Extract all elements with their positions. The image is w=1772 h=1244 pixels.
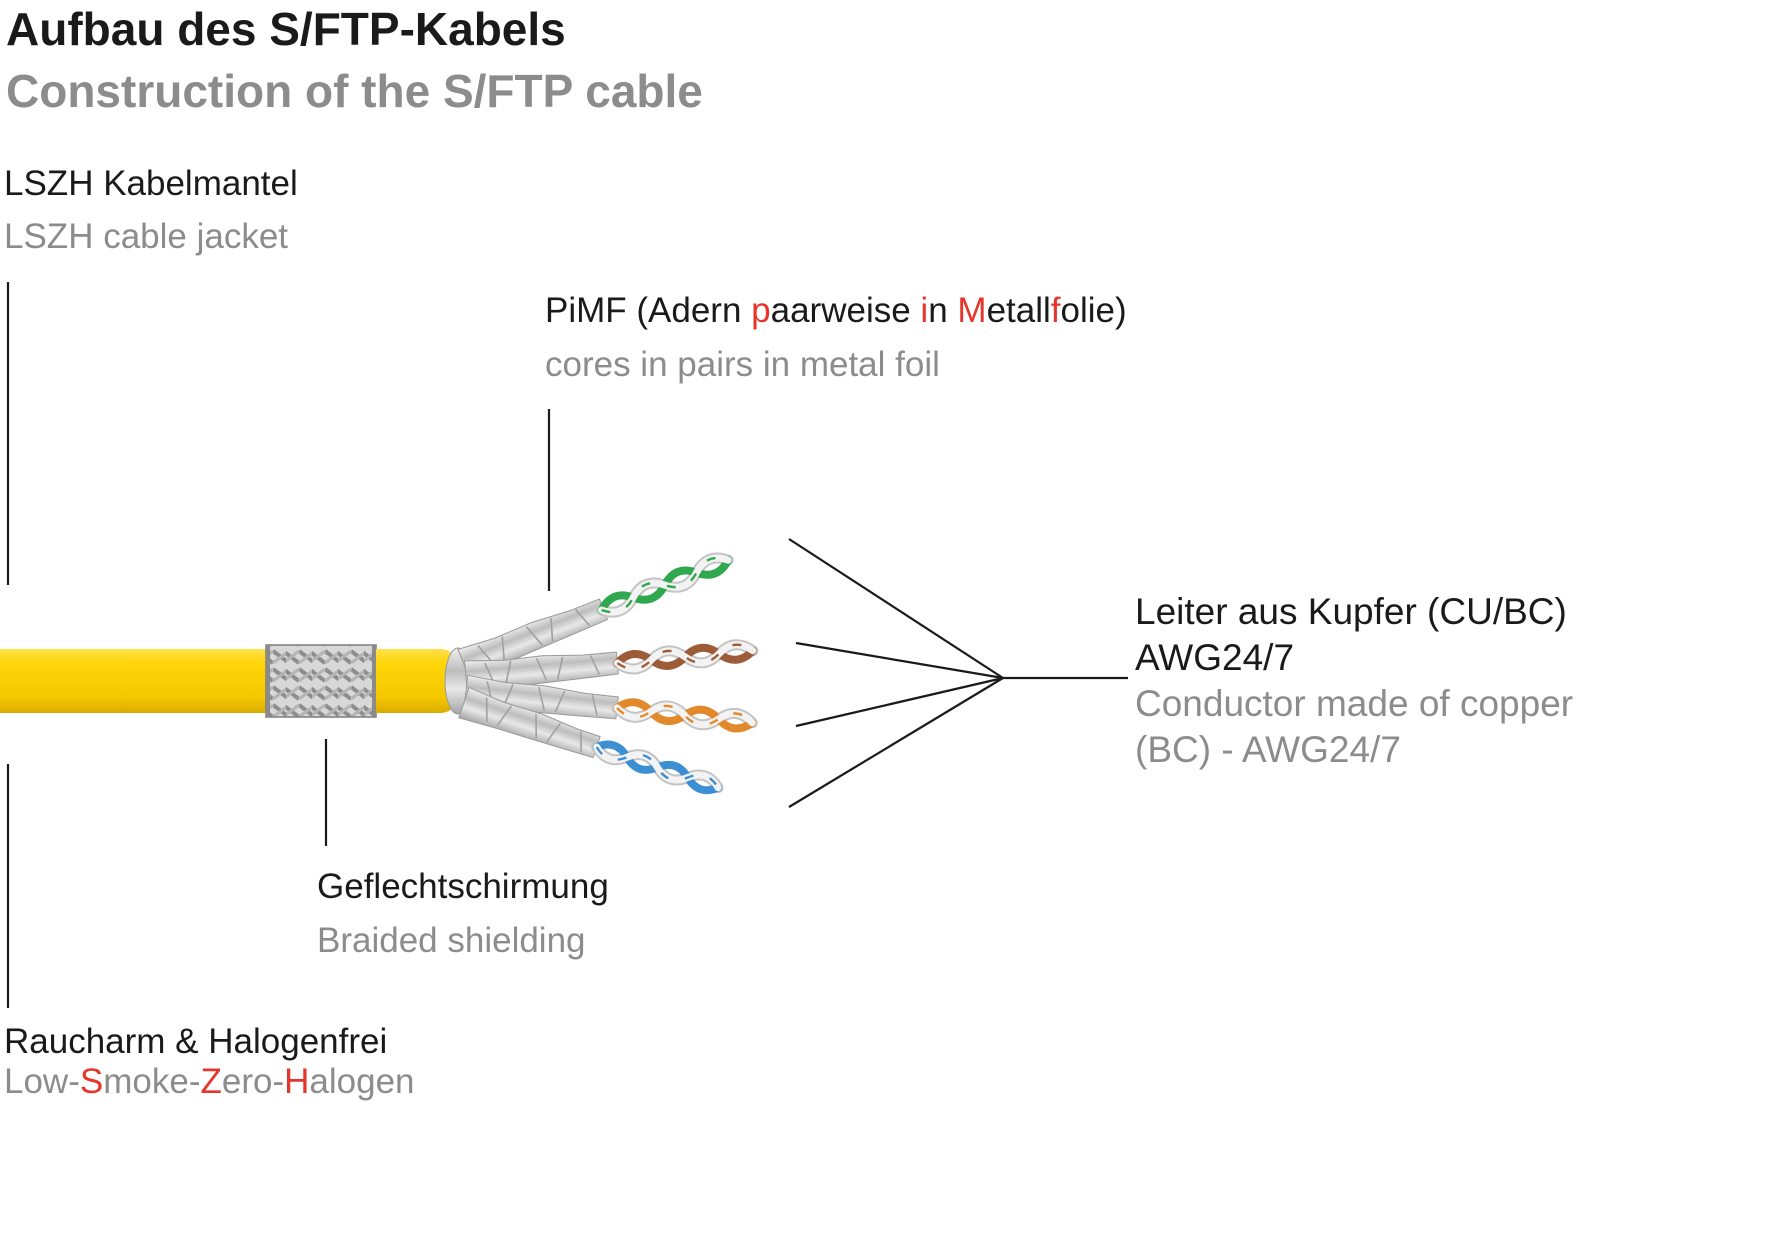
cable-braid-section <box>265 644 377 718</box>
text-segment: moke- <box>103 1062 201 1101</box>
text-segment: n <box>928 291 958 330</box>
text-segment: Low- <box>4 1062 80 1101</box>
label-halogen-en: Low-Smoke-Zero-Halogen <box>4 1062 415 1102</box>
white-wire-stripe <box>601 556 729 614</box>
label-jacket-de: LSZH Kabelmantel <box>4 164 298 203</box>
callout-conductor-lines <box>788 538 1128 808</box>
text-segment: f <box>1050 291 1061 330</box>
cable-braid-edge-right <box>372 645 376 717</box>
cable <box>0 552 759 795</box>
label-conductor-en-line1: Conductor made of copper <box>1135 683 1574 724</box>
text-segment: ero- <box>221 1062 285 1101</box>
text-segment: Z <box>200 1062 222 1101</box>
text-segment: i <box>920 291 929 330</box>
pair-foil <box>458 686 601 759</box>
text-segment: S <box>79 1062 104 1101</box>
white-wire-stripe <box>616 643 754 671</box>
text-segment: M <box>957 291 987 330</box>
pair-foil-crinkles <box>485 697 582 753</box>
label-braid-en: Braided shielding <box>317 921 586 960</box>
white-wire <box>593 743 722 792</box>
page-subtitle: Construction of the S/FTP cable <box>6 65 703 117</box>
label-conductor-de-line2: AWG24/7 <box>1135 637 1295 678</box>
pair-foil-crinkles <box>477 608 591 665</box>
text-segment: aarweise <box>770 291 921 330</box>
cable-jacket-left <box>0 649 268 713</box>
text-segment: H <box>284 1062 310 1101</box>
text-segment: PiMF (Adern <box>545 291 752 330</box>
text-segment: alogen <box>309 1062 415 1101</box>
text-segment: etall <box>986 291 1051 330</box>
cable-braid-edge-left <box>266 645 270 717</box>
label-conductor-en-line2: (BC) - AWG24/7 <box>1135 729 1401 770</box>
label-jacket-en: LSZH cable jacket <box>4 217 289 256</box>
wire-pair-green <box>457 552 734 680</box>
callout-lines <box>6 282 1128 1008</box>
label-pimf-de: PiMF (Adern paarweise in Metallfolie) <box>545 291 1127 331</box>
label-braid-de: Geflechtschirmung <box>317 867 609 906</box>
label-halogen-de: Raucharm & Halogenfrei <box>4 1022 388 1061</box>
label-conductor-de-line1: Leiter aus Kupfer (CU/BC) <box>1135 591 1567 632</box>
pair-foil-crinkles <box>486 681 598 716</box>
white-wire-stripe <box>616 704 754 726</box>
text-segment: p <box>751 291 771 330</box>
page-title: Aufbau des S/FTP-Kabels <box>6 3 566 55</box>
pair-foil-crinkles <box>484 655 601 686</box>
cable-jacket-right <box>376 649 462 713</box>
label-pimf-en: cores in pairs in metal foil <box>545 345 940 384</box>
wire-pair-blue <box>458 686 724 795</box>
label-conductor-block: Leiter aus Kupfer (CU/BC) AWG24/7 Conduc… <box>1135 589 1573 773</box>
text-segment: olie) <box>1060 291 1127 330</box>
